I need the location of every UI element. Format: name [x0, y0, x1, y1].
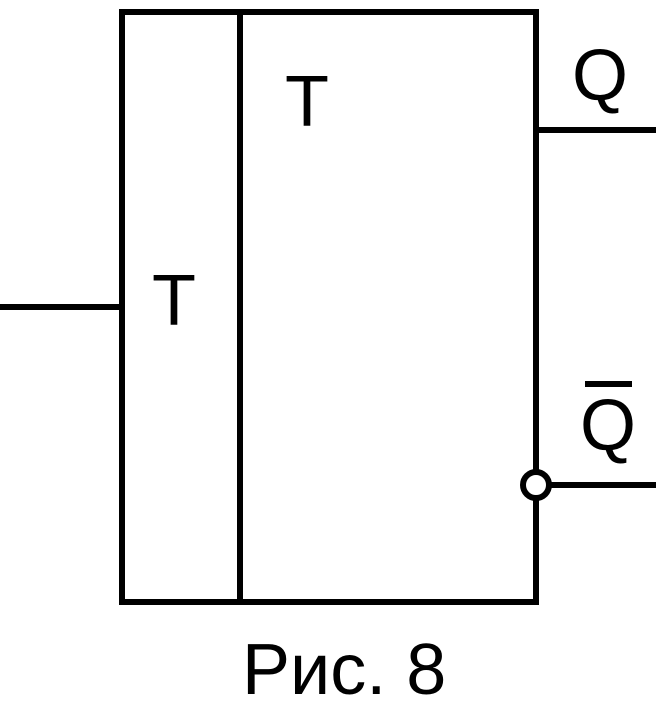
function-label: T: [285, 62, 329, 142]
output-q-label: Q: [572, 36, 628, 116]
input-label: T: [152, 261, 196, 341]
figure-caption: Рис. 8: [242, 630, 446, 706]
output-qbar-label: Q: [580, 386, 636, 466]
inversion-bubble: [520, 469, 552, 501]
